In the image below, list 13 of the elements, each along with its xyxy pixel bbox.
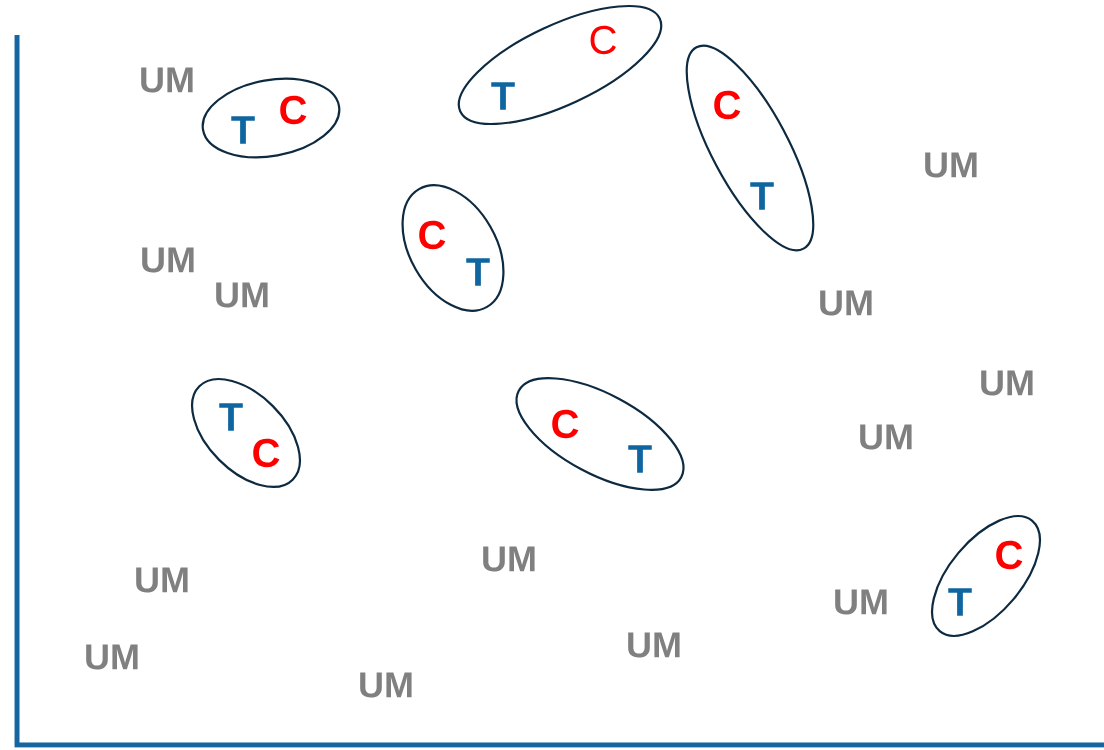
- label: UM: [141, 67, 193, 93]
- label: UM: [981, 370, 1033, 396]
- label: UM: [216, 282, 268, 308]
- label: UM: [136, 567, 188, 593]
- label: UM: [925, 152, 977, 178]
- label: UM: [360, 672, 412, 698]
- label: UM: [483, 546, 535, 572]
- label: UM: [628, 632, 680, 658]
- label: UM: [86, 644, 138, 670]
- label: UM: [860, 424, 912, 450]
- label: UM: [835, 589, 887, 615]
- label: UM: [820, 290, 872, 316]
- label: UM: [142, 247, 194, 273]
